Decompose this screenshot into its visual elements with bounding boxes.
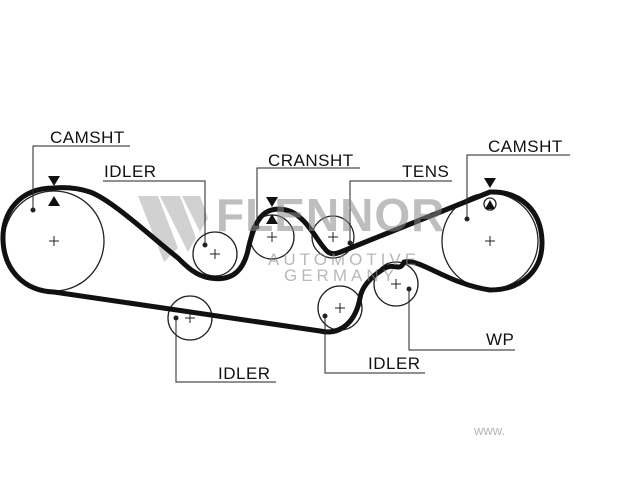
leader-camshaft-right — [466, 154, 570, 219]
timing-mark-crankshaft-bottom-icon — [266, 214, 278, 224]
timing-mark-camshaft-left-bottom-icon — [48, 196, 60, 206]
label-idler-top: IDLER — [104, 162, 157, 181]
watermark-logo-icon — [138, 196, 208, 262]
watermark-brand: FLENNOR — [216, 189, 446, 241]
leader-idler-top — [103, 180, 206, 245]
idler-bottom-left-pulley — [167, 295, 213, 341]
timing-marks — [48, 176, 496, 224]
watermark-subtitle-line2: GERMANY — [284, 266, 398, 285]
label-idler-bottom-left: IDLER — [218, 364, 271, 383]
water-pump-pulley — [373, 261, 419, 307]
timing-mark-camshaft-right-top-icon — [484, 178, 496, 188]
label-water-pump: WP — [486, 330, 515, 349]
watermark-subtitle-line1: AUTOMOTIVE — [268, 250, 421, 269]
timing-mark-camshaft-right-bottom-icon — [485, 200, 495, 209]
watermark-url: www. — [474, 423, 506, 438]
idler-top-pulley — [192, 231, 238, 277]
leader-water-pump — [408, 289, 515, 351]
label-tensioner: TENS — [402, 162, 450, 181]
camshaft-right-marker-ring — [483, 197, 497, 211]
label-crankshaft: CRANSHT — [268, 151, 354, 170]
leader-crankshaft — [256, 167, 360, 227]
timing-mark-crankshaft-top-icon — [266, 197, 278, 207]
pulley-center-marks — [49, 232, 495, 323]
leader-idler-bottom-right — [324, 316, 425, 374]
leader-dots — [30, 207, 470, 321]
leader-lines — [32, 145, 570, 383]
leader-camshaft-left — [32, 145, 130, 210]
leader-tensioner — [349, 180, 452, 243]
tensioner-pulley — [311, 215, 355, 259]
timing-belt — [0, 185, 545, 335]
label-camshaft-right: CAMSHT — [488, 137, 563, 156]
label-idler-bottom-right: IDLER — [368, 354, 421, 373]
leader-idler-bottom-left — [175, 318, 276, 383]
timing-mark-camshaft-left-top-icon — [48, 176, 60, 186]
label-camshaft-left: CAMSHT — [50, 128, 125, 147]
